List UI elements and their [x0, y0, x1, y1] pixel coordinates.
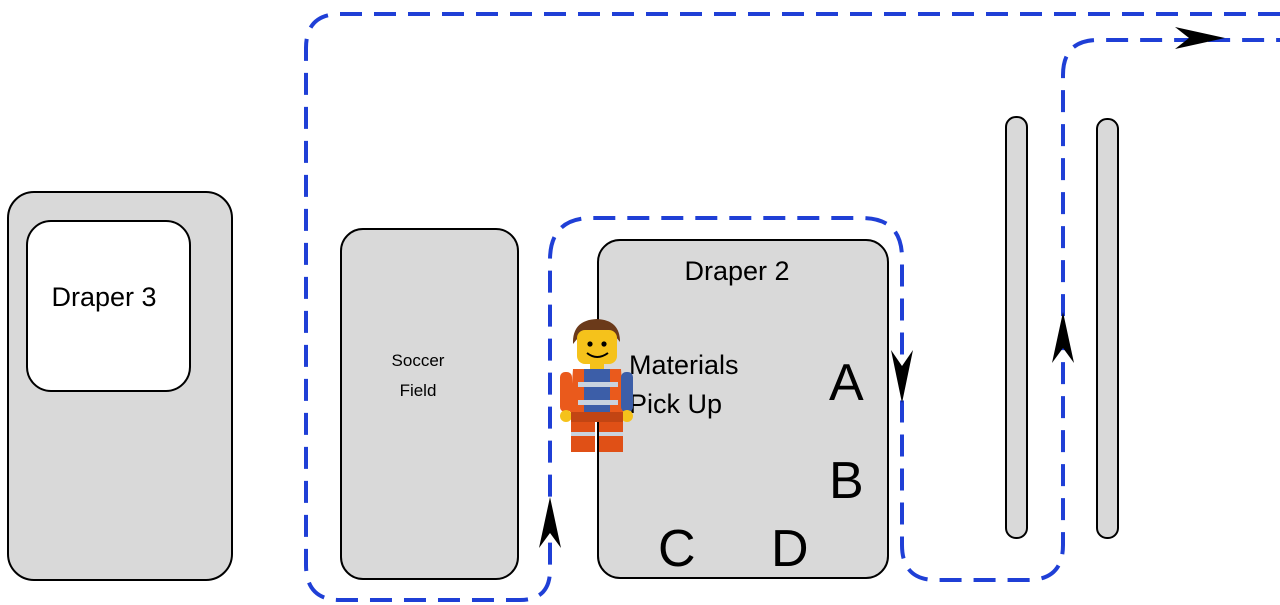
soccer-field-label-line1: Soccer: [392, 351, 445, 370]
draper-3-inner-area: [26, 220, 191, 392]
zone-a-label: A: [829, 354, 864, 412]
arrow-down-icon: [891, 350, 913, 403]
zone-c-label: C: [658, 520, 696, 578]
barrier-left: [1005, 116, 1028, 539]
arrow-up-icon: [1052, 312, 1074, 363]
soccer-field-label-line2: Field: [400, 381, 437, 400]
pickup-label-line1: Materials: [629, 350, 739, 380]
soccer-field[interactable]: [340, 228, 519, 580]
zone-b-label: B: [829, 452, 864, 510]
barrier-right: [1096, 118, 1119, 539]
arrow-right-icon: [1175, 27, 1225, 49]
arrow-up-icon: [539, 497, 561, 548]
zone-d-label: D: [771, 520, 809, 578]
lego-worker-figure-icon: [560, 319, 633, 452]
pickup-label-line2: Pick Up: [629, 389, 722, 419]
draper-3-label: Draper 3: [51, 282, 156, 312]
draper-2-label: Draper 2: [684, 256, 789, 286]
